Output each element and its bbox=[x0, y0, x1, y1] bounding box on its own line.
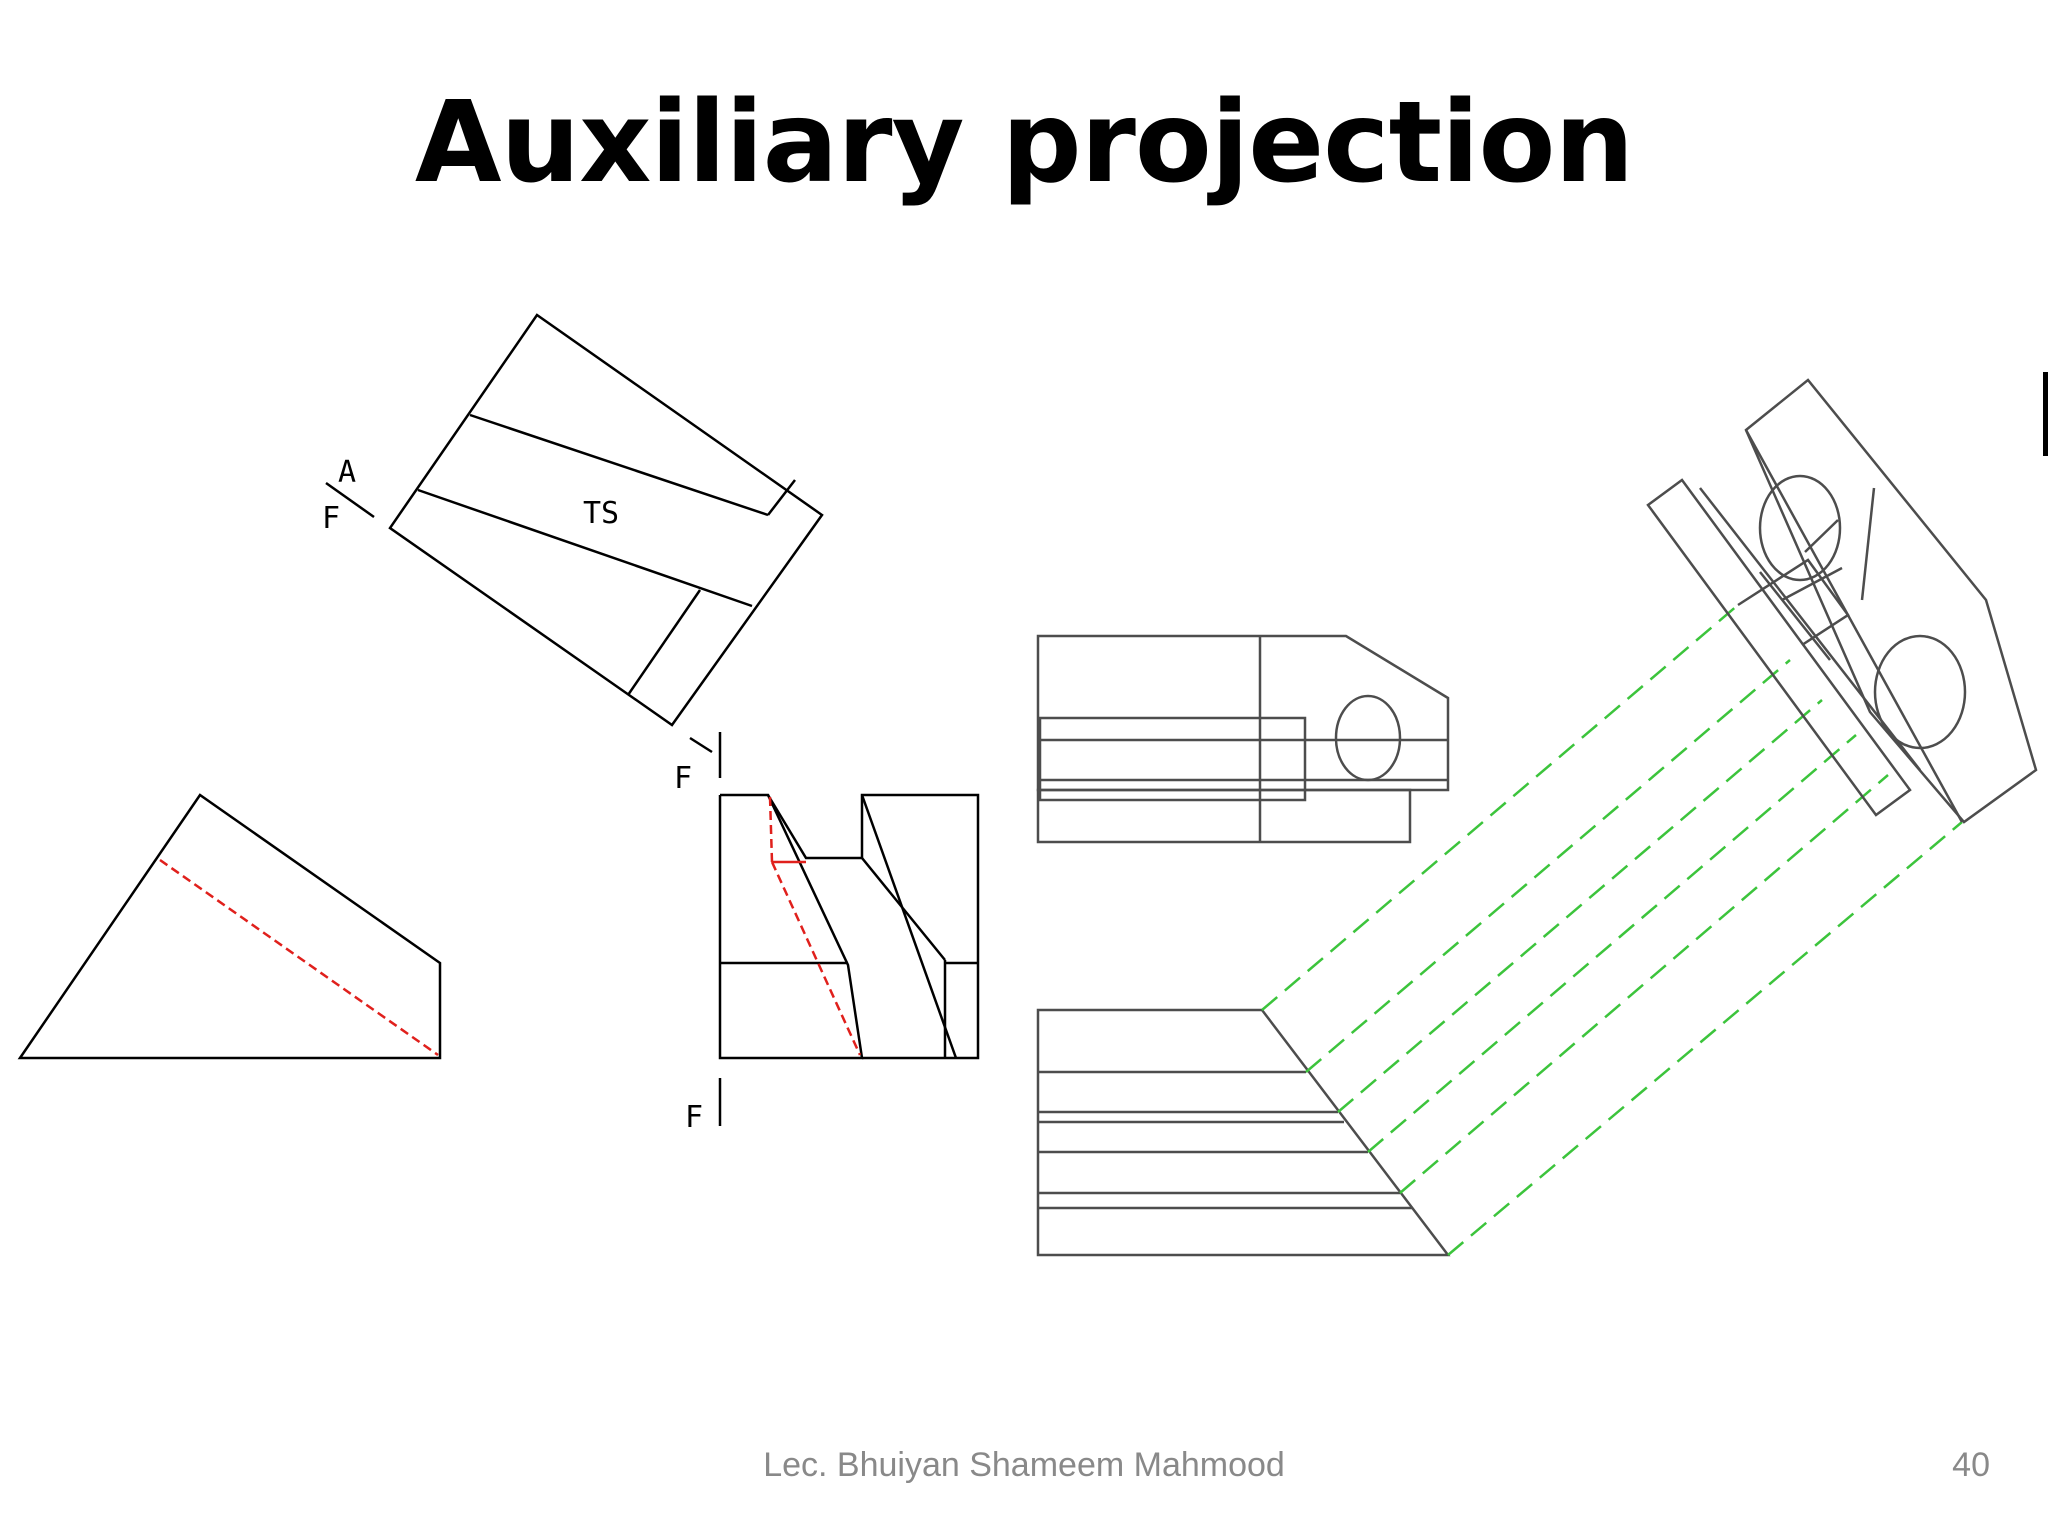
label-ts: TS bbox=[583, 496, 619, 531]
page-number: 40 bbox=[1952, 1446, 1990, 1484]
edge-marker bbox=[2043, 372, 2048, 456]
folding-line-f-mid: F bbox=[674, 732, 722, 796]
front-view-lower bbox=[1036, 1008, 1451, 1257]
auxiliary-view-ts: TS bbox=[388, 313, 824, 727]
front-view bbox=[718, 793, 980, 1060]
label-f-top: F bbox=[322, 501, 340, 536]
label-f-bottom: F bbox=[685, 1100, 703, 1135]
top-view-with-hole bbox=[1036, 634, 1450, 844]
triangle-side-view bbox=[17, 793, 442, 1060]
slide-title: Auxiliary projection bbox=[414, 78, 1634, 208]
folding-line-f-bottom: F bbox=[685, 1078, 722, 1135]
footer-author: Lec. Bhuiyan Shameem Mahmood bbox=[763, 1446, 1285, 1484]
projection-lines bbox=[1261, 604, 1963, 1256]
folding-line-af: A F bbox=[322, 455, 375, 536]
auxiliary-view-right bbox=[1646, 378, 2038, 824]
label-a: A bbox=[338, 455, 356, 490]
label-f-mid: F bbox=[674, 761, 692, 796]
hidden-line bbox=[159, 858, 439, 1057]
